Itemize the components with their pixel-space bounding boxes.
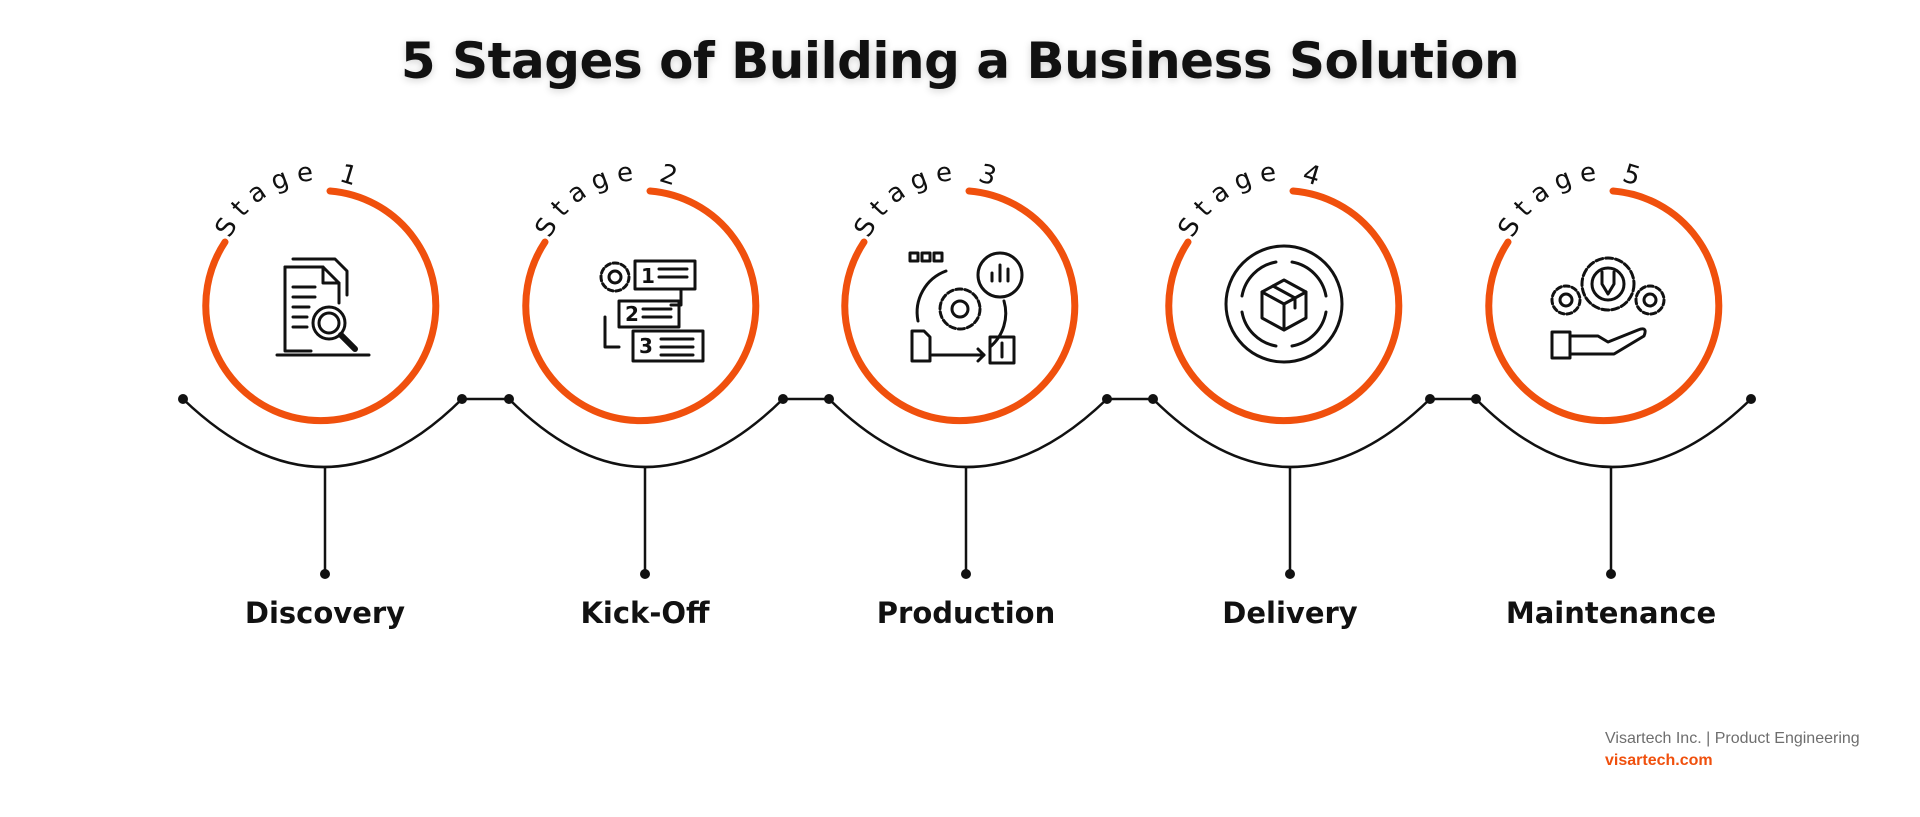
footer-url-link[interactable]: visartech.com	[1605, 752, 1713, 769]
production-cycle-gear-icon	[908, 251, 1024, 365]
stage-2-tag: Stage 2	[530, 157, 689, 243]
stage-5-arc	[1475, 398, 1752, 469]
stage-3: Stage 3	[824, 157, 1112, 579]
footer: Visartech Inc. | Product Engineering vis…	[1605, 730, 1860, 770]
stage-4-ring	[1165, 187, 1403, 425]
stage-5-ring	[1485, 187, 1723, 425]
stage-label-kick-off: Kick-Off	[580, 596, 710, 630]
stage-2-arc	[508, 398, 784, 469]
stage-4-tag: Stage 4	[1173, 157, 1332, 243]
stage-3-arc	[828, 398, 1108, 469]
stage-2-ring	[522, 187, 760, 425]
stage-2: Stage 2 1 2 3	[504, 157, 788, 579]
stage-1-tag: Stage 1	[210, 157, 369, 243]
stage-1-ring	[202, 187, 440, 425]
stage-5-tag: Stage 5	[1493, 157, 1652, 243]
stage-1: Stage 1	[178, 157, 467, 579]
stage-label-delivery: Delivery	[1222, 596, 1358, 630]
page-title: 5 Stages of Building a Business Solution	[400, 32, 1520, 90]
package-cycle-icon	[1224, 244, 1344, 364]
svg-text:2: 2	[625, 302, 639, 326]
gears-hand-service-icon	[1550, 256, 1666, 360]
stage-label-discovery: Discovery	[244, 596, 406, 630]
stage-5: Stage 5	[1471, 157, 1756, 579]
document-search-icon	[275, 257, 371, 357]
stage-1-arc	[182, 398, 463, 469]
stage-label-maintenance: Maintenance	[1505, 596, 1717, 630]
workflow-steps-icon: 1 2 3	[599, 259, 705, 363]
svg-text:3: 3	[639, 334, 653, 358]
stage-label-production: Production	[876, 596, 1056, 630]
stage-3-ring	[841, 187, 1079, 425]
stage-4: Stage 4	[1148, 157, 1435, 579]
stage-3-tag: Stage 3	[849, 157, 1008, 243]
footer-company: Visartech Inc. | Product Engineering	[1605, 730, 1860, 747]
stage-4-arc	[1152, 398, 1431, 469]
svg-text:1: 1	[641, 264, 655, 288]
